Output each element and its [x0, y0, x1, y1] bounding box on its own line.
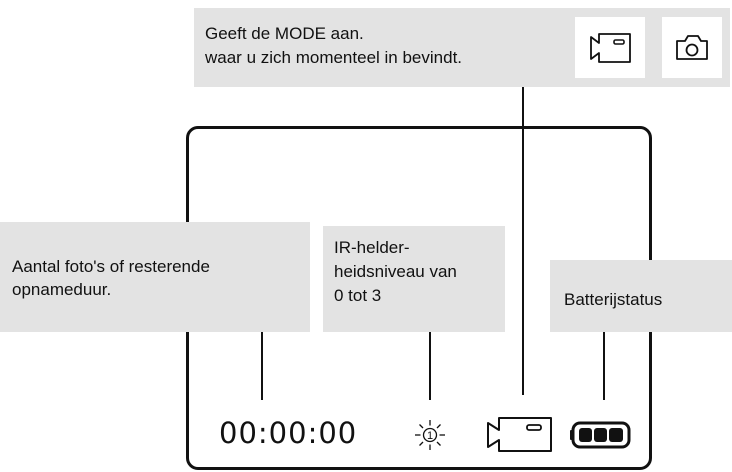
battery-callout-label: Batterijstatus: [564, 290, 663, 309]
video-mode-icon-box: [575, 17, 645, 78]
count-callout-line2: opnameduur.: [12, 280, 112, 299]
ir-leader-line: [429, 332, 431, 400]
video-camera-icon: [590, 33, 631, 63]
ir-level-icon: 1: [415, 420, 445, 450]
video-mode-indicator-icon: [487, 417, 552, 452]
mode-callout: Geeft de MODE aan. waar u zich momenteel…: [194, 8, 730, 87]
count-callout: Aantal foto's of resterende opnameduur.: [0, 222, 310, 332]
battery-full-icon: [570, 421, 631, 449]
mode-callout-line2: waar u zich momenteel in bevindt.: [205, 48, 463, 67]
ir-level-value: 1: [427, 430, 433, 442]
count-callout-line1: Aantal foto's of resterende: [12, 257, 210, 276]
battery-leader-line: [603, 332, 605, 400]
ir-callout: IR-helder- heidsniveau van 0 tot 3: [323, 226, 505, 332]
ir-callout-line1: IR-helder-: [334, 238, 410, 257]
record-time-readout: 00:00:00: [219, 416, 358, 450]
battery-callout: Batterijstatus: [550, 260, 732, 332]
ir-callout-line2: heidsniveau van: [334, 262, 457, 281]
count-leader-line: [261, 332, 263, 400]
ir-callout-line3: 0 tot 3: [334, 286, 382, 305]
photo-mode-icon-box: [662, 17, 722, 78]
mode-leader-line: [522, 87, 524, 395]
photo-camera-icon: [676, 35, 708, 60]
mode-callout-line1: Geeft de MODE aan.: [205, 24, 364, 43]
